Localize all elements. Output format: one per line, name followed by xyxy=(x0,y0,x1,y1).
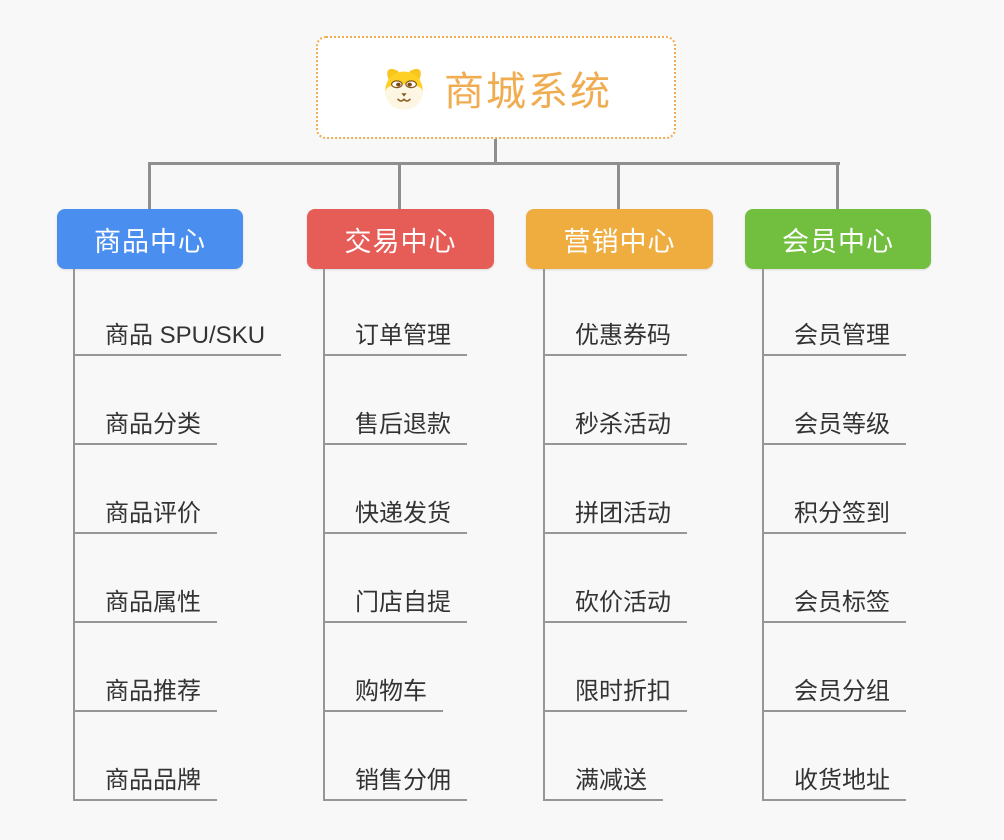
child-item[interactable]: 会员分组 xyxy=(762,623,906,712)
child-item[interactable]: 积分签到 xyxy=(762,445,906,534)
connector-root-stub xyxy=(494,139,497,165)
branch-trunk xyxy=(543,269,545,801)
child-item[interactable]: 快递发货 xyxy=(323,445,467,534)
branch-trunk xyxy=(762,269,764,801)
child-item[interactable]: 优惠券码 xyxy=(543,269,687,356)
child-label: 商品属性 xyxy=(73,582,217,623)
child-label: 收货地址 xyxy=(762,760,906,801)
child-label: 拼团活动 xyxy=(543,493,687,534)
child-label: 商品品牌 xyxy=(73,760,217,801)
branch-children-product: 商品 SPU/SKU 商品分类 商品评价 商品属性 商品推荐 商品品牌 xyxy=(73,269,282,801)
child-item[interactable]: 销售分佣 xyxy=(323,712,467,801)
child-item[interactable]: 会员等级 xyxy=(762,356,906,445)
connector-drop-marketing xyxy=(617,162,620,210)
root-title: 商城系统 xyxy=(444,69,612,114)
branch-trunk xyxy=(73,269,75,801)
child-label: 商品 SPU/SKU xyxy=(73,315,282,356)
child-item[interactable]: 秒杀活动 xyxy=(543,356,687,445)
child-item[interactable]: 商品属性 xyxy=(73,534,281,623)
child-label: 商品评价 xyxy=(73,493,217,534)
child-item[interactable]: 购物车 xyxy=(323,623,467,712)
child-item[interactable]: 商品分类 xyxy=(73,356,281,445)
child-item[interactable]: 会员管理 xyxy=(762,269,906,356)
child-item[interactable]: 拼团活动 xyxy=(543,445,687,534)
child-item[interactable]: 收货地址 xyxy=(762,712,906,801)
connector-drop-trade xyxy=(398,162,401,210)
child-label: 会员等级 xyxy=(762,404,906,445)
child-item[interactable]: 商品推荐 xyxy=(73,623,281,712)
child-item[interactable]: 商品评价 xyxy=(73,445,281,534)
branch-node-member-center[interactable]: 会员中心 xyxy=(745,209,931,269)
branch-node-trade-center[interactable]: 交易中心 xyxy=(307,209,494,269)
child-label: 会员标签 xyxy=(762,582,906,623)
child-label: 购物车 xyxy=(323,671,443,712)
dog-face-icon xyxy=(380,64,428,112)
child-label: 订单管理 xyxy=(323,315,467,356)
child-item[interactable]: 商品品牌 xyxy=(73,712,281,801)
child-item[interactable]: 商品 SPU/SKU xyxy=(73,269,282,356)
branch-children-member: 会员管理 会员等级 积分签到 会员标签 会员分组 收货地址 xyxy=(762,269,906,801)
child-label: 优惠券码 xyxy=(543,315,687,356)
child-item[interactable]: 售后退款 xyxy=(323,356,467,445)
child-label: 满减送 xyxy=(543,760,663,801)
branch-trunk xyxy=(323,269,325,801)
child-label: 快递发货 xyxy=(323,493,467,534)
child-item[interactable]: 门店自提 xyxy=(323,534,467,623)
child-item[interactable]: 满减送 xyxy=(543,712,687,801)
branch-children-marketing: 优惠券码 秒杀活动 拼团活动 砍价活动 限时折扣 满减送 xyxy=(543,269,687,801)
child-label: 砍价活动 xyxy=(543,582,687,623)
child-label: 会员分组 xyxy=(762,671,906,712)
connector-horizontal-bar xyxy=(148,162,840,165)
connector-drop-product xyxy=(148,162,151,210)
child-item[interactable]: 限时折扣 xyxy=(543,623,687,712)
child-label: 秒杀活动 xyxy=(543,404,687,445)
branch-node-product-center[interactable]: 商品中心 xyxy=(57,209,243,269)
branch-node-marketing-center[interactable]: 营销中心 xyxy=(526,209,713,269)
child-label: 售后退款 xyxy=(323,404,467,445)
child-item[interactable]: 订单管理 xyxy=(323,269,467,356)
root-node[interactable]: 商城系统 xyxy=(316,36,676,139)
child-label: 积分签到 xyxy=(762,493,906,534)
child-label: 销售分佣 xyxy=(323,760,467,801)
branch-children-trade: 订单管理 售后退款 快递发货 门店自提 购物车 销售分佣 xyxy=(323,269,467,801)
child-item[interactable]: 砍价活动 xyxy=(543,534,687,623)
child-item[interactable]: 会员标签 xyxy=(762,534,906,623)
child-label: 门店自提 xyxy=(323,582,467,623)
child-label: 限时折扣 xyxy=(543,671,687,712)
child-label: 商品分类 xyxy=(73,404,217,445)
child-label: 商品推荐 xyxy=(73,671,217,712)
child-label: 会员管理 xyxy=(762,315,906,356)
connector-drop-member xyxy=(836,162,839,210)
